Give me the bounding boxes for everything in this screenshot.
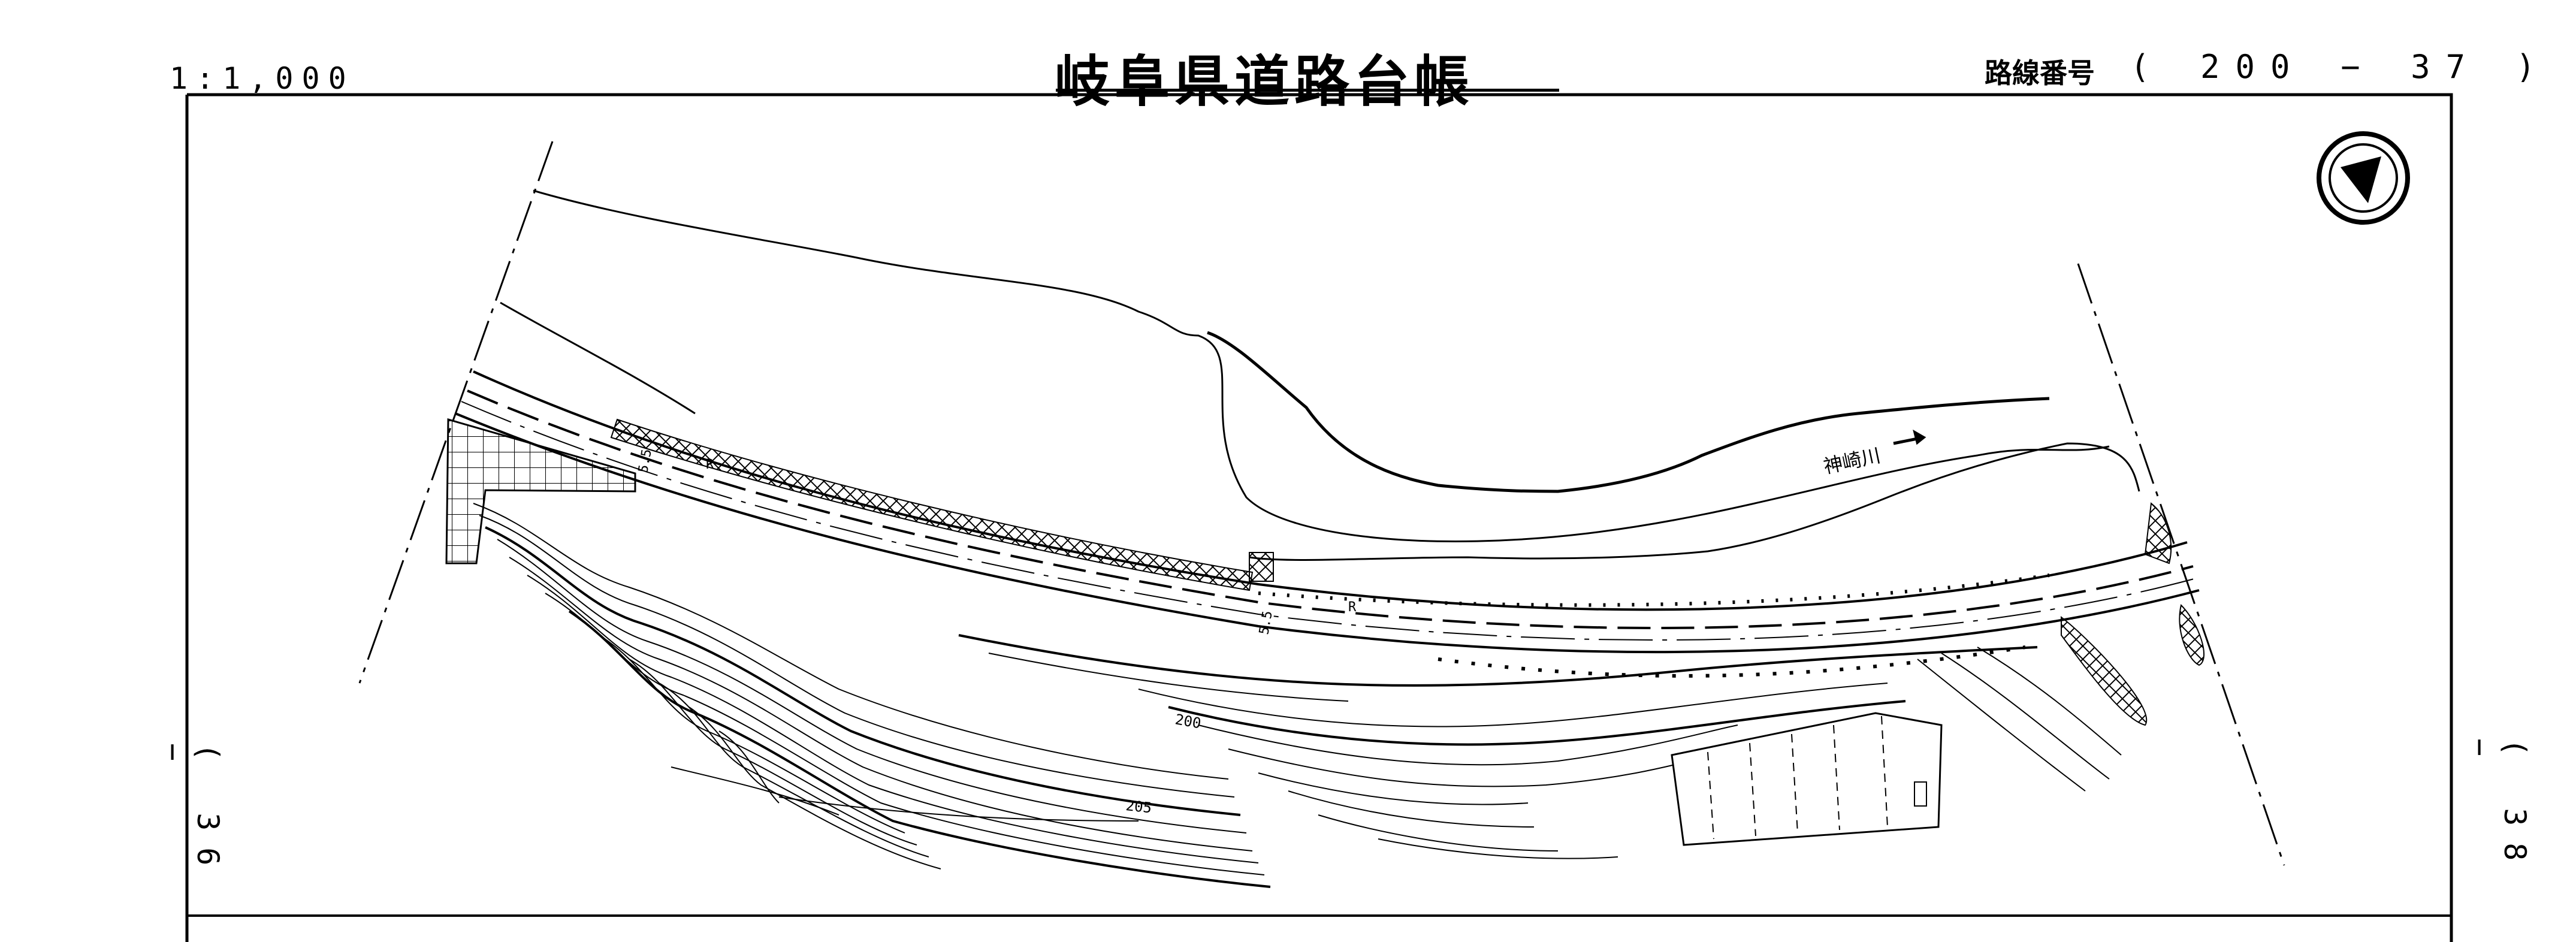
river-banks: [500, 189, 2140, 561]
contour-label-205: 205: [1125, 797, 1152, 816]
page-title: 岐阜県道路台帳: [1055, 50, 1475, 114]
road: [455, 370, 2200, 654]
east-structures: [2061, 502, 2204, 726]
bridge-pier-hatch: [1249, 552, 1274, 582]
guardrail-hatch: [610, 418, 1254, 591]
north-arrow-icon: [2317, 131, 2410, 225]
match-lines: [358, 141, 2285, 866]
road-width-label: 5.5: [636, 448, 655, 474]
road-width-label: 5.5: [1257, 610, 1276, 636]
route-number-label: 路線番号: [1985, 57, 2095, 89]
contour-lines: [473, 503, 2122, 888]
road-mark-label: R: [1348, 600, 1357, 615]
flow-arrow-icon: [1893, 429, 1926, 445]
building: [1671, 712, 1943, 846]
adjacent-sheet-left: ( 36 −: [156, 743, 225, 883]
road-mark-label: R: [706, 457, 714, 472]
retaining-wall-grid: [445, 418, 636, 564]
title-underline: [1056, 89, 1559, 92]
map-scale: 1:1,000: [170, 61, 355, 96]
adjacent-sheet-right: ( 38 −: [2463, 738, 2532, 878]
river-label: 神崎川: [1822, 444, 1883, 478]
route-number: ( 200 − 37 ): [2130, 48, 2551, 86]
slope-marks: [1258, 573, 2050, 678]
sheet-frame: [185, 93, 2453, 942]
